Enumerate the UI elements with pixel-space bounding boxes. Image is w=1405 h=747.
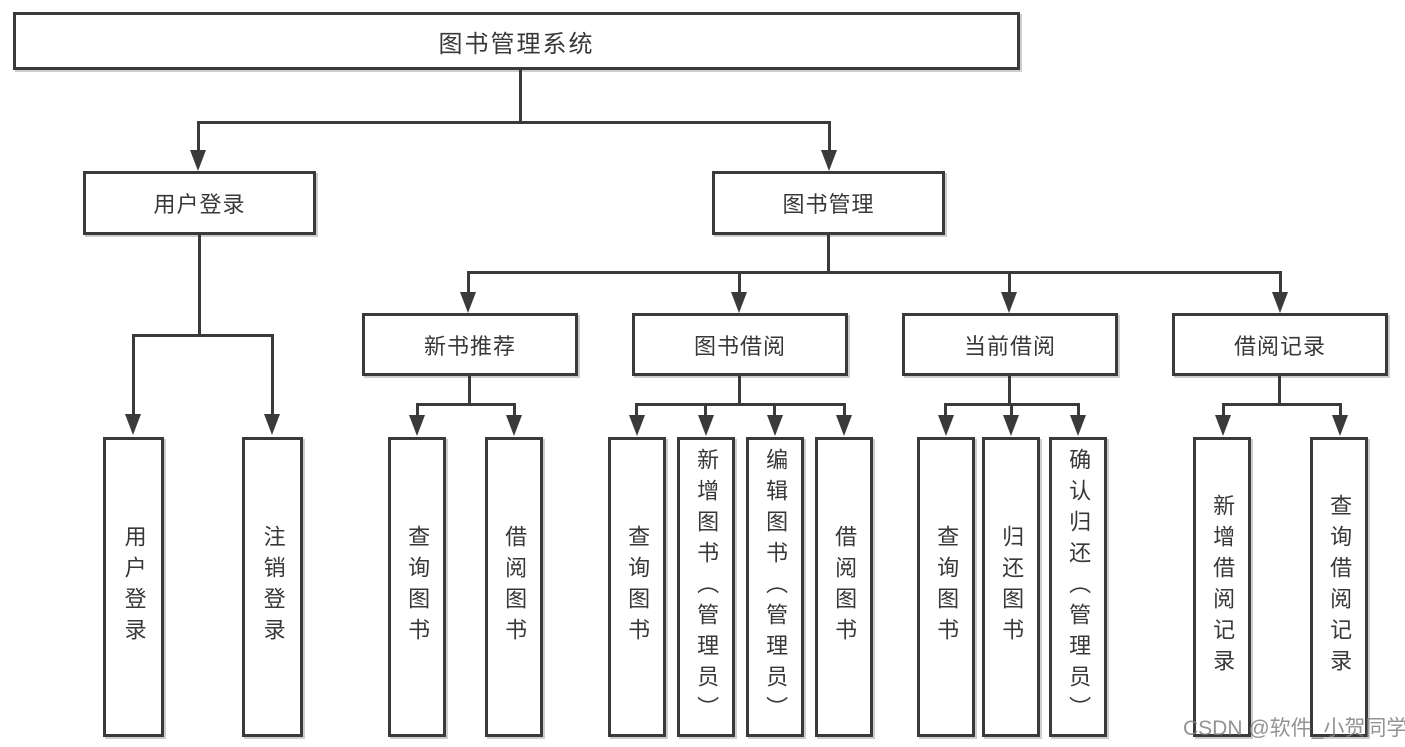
node-label: 查询图书 (405, 525, 431, 649)
connector-to-leaf (132, 334, 135, 416)
connector-to-leaf (416, 403, 419, 416)
node-label: 查询图书 (934, 525, 960, 649)
node-label: 新增借阅记录 (1210, 494, 1236, 680)
node-leaf-return-books: 归还图书 (982, 437, 1040, 737)
connector-to-module (1008, 271, 1011, 294)
arrow-down-icon (698, 415, 714, 436)
arrow-down-icon (125, 414, 141, 435)
node-label: 新增图书（管理员） (694, 447, 720, 727)
node-new-books: 新书推荐 (362, 313, 578, 376)
connector-new-books-bus (416, 403, 516, 406)
arrow-down-icon (506, 415, 522, 436)
connector-to-leaf (513, 403, 516, 416)
node-leaf-query-books-2: 查询图书 (608, 437, 666, 737)
node-user-login: 用户登录 (83, 171, 316, 235)
connector-to-leaf (1339, 403, 1342, 416)
arrow-down-icon (1001, 292, 1017, 313)
connector-to-module (738, 271, 741, 294)
connector-user-login-stem (198, 233, 201, 337)
arrow-down-icon (1332, 415, 1348, 436)
arrow-down-icon (938, 415, 954, 436)
connector-book-borrow-stem (738, 376, 741, 406)
connector-level2-bus (467, 271, 1282, 274)
node-book-mgmt: 图书管理 (712, 171, 945, 235)
connector-to-leaf (271, 334, 274, 416)
connector-borrow-records-stem (1278, 376, 1281, 406)
node-leaf-logout: 注销登录 (242, 437, 303, 737)
arrow-down-icon (1215, 415, 1231, 436)
node-label: 当前借阅 (963, 333, 1056, 359)
connector-to-leaf (843, 403, 846, 416)
arrow-down-icon (190, 150, 206, 171)
node-label: 编辑图书（管理员） (763, 447, 789, 727)
arrow-down-icon (460, 292, 476, 313)
node-leaf-borrow-books-1: 借阅图书 (485, 437, 543, 737)
connector-book-mgmt-stem (827, 233, 830, 274)
node-system-root: 图书管理系统 (13, 12, 1020, 70)
node-label: 确认归还（管理员） (1066, 447, 1092, 727)
connector-current-borrow-stem (1008, 376, 1011, 406)
connector-to-leaf (1010, 403, 1013, 416)
connector-to-leaf (773, 403, 776, 416)
connector-book-borrow-bus (635, 403, 846, 406)
node-borrow-records: 借阅记录 (1172, 313, 1388, 376)
node-label: 用户登录 (153, 192, 246, 217)
connector-to-user-login (197, 121, 200, 152)
arrow-down-icon (1272, 292, 1288, 313)
connector-new-books-stem (468, 376, 471, 406)
connector-to-leaf (635, 403, 638, 416)
arrow-down-icon (629, 415, 645, 436)
node-label: 图书管理系统 (438, 30, 595, 58)
connector-user-login-bus (132, 334, 274, 337)
connector-borrow-records-bus (1222, 403, 1342, 406)
node-label: 借阅记录 (1233, 333, 1326, 359)
node-leaf-confirm-return-admin: 确认归还（管理员） (1049, 437, 1107, 737)
node-label: 查询图书 (625, 525, 651, 649)
node-book-borrow: 图书借阅 (632, 313, 848, 376)
connector-to-leaf (1077, 403, 1080, 416)
node-leaf-borrow-books-2: 借阅图书 (815, 437, 873, 737)
node-leaf-query-books-1: 查询图书 (388, 437, 446, 737)
arrow-down-icon (1070, 415, 1086, 436)
connector-to-leaf (1222, 403, 1225, 416)
arrow-down-icon (836, 415, 852, 436)
node-leaf-add-books-admin: 新增图书（管理员） (677, 437, 735, 737)
arrow-down-icon (821, 150, 837, 171)
node-label: 归还图书 (999, 525, 1025, 649)
node-label: 新书推荐 (423, 333, 516, 359)
node-leaf-user-login: 用户登录 (103, 437, 164, 737)
node-label: 查询借阅记录 (1327, 494, 1353, 680)
node-leaf-query-books-3: 查询图书 (917, 437, 975, 737)
node-leaf-edit-books-admin: 编辑图书（管理员） (746, 437, 804, 737)
node-leaf-add-borrow-record: 新增借阅记录 (1193, 437, 1251, 737)
connector-to-module (1279, 271, 1282, 294)
connector-root-stem (519, 69, 522, 123)
arrow-down-icon (264, 414, 280, 435)
connector-level1-bus (197, 121, 831, 124)
arrow-down-icon (731, 292, 747, 313)
connector-to-leaf (944, 403, 947, 416)
node-label: 借阅图书 (832, 525, 858, 649)
arrow-down-icon (1003, 415, 1019, 436)
node-label: 借阅图书 (502, 525, 528, 649)
node-label: 图书管理 (782, 192, 875, 217)
connector-to-module (467, 271, 470, 294)
csdn-watermark: CSDN @软件_小贺同学 (1183, 717, 1405, 740)
arrow-down-icon (767, 415, 783, 436)
node-leaf-query-borrow-record: 查询借阅记录 (1310, 437, 1368, 737)
node-label: 注销登录 (260, 525, 286, 649)
connector-to-book-mgmt (828, 121, 831, 152)
node-current-borrow: 当前借阅 (902, 313, 1118, 376)
arrow-down-icon (409, 415, 425, 436)
node-label: 用户登录 (121, 525, 147, 649)
node-label: 图书借阅 (693, 333, 786, 359)
connector-to-leaf (704, 403, 707, 416)
